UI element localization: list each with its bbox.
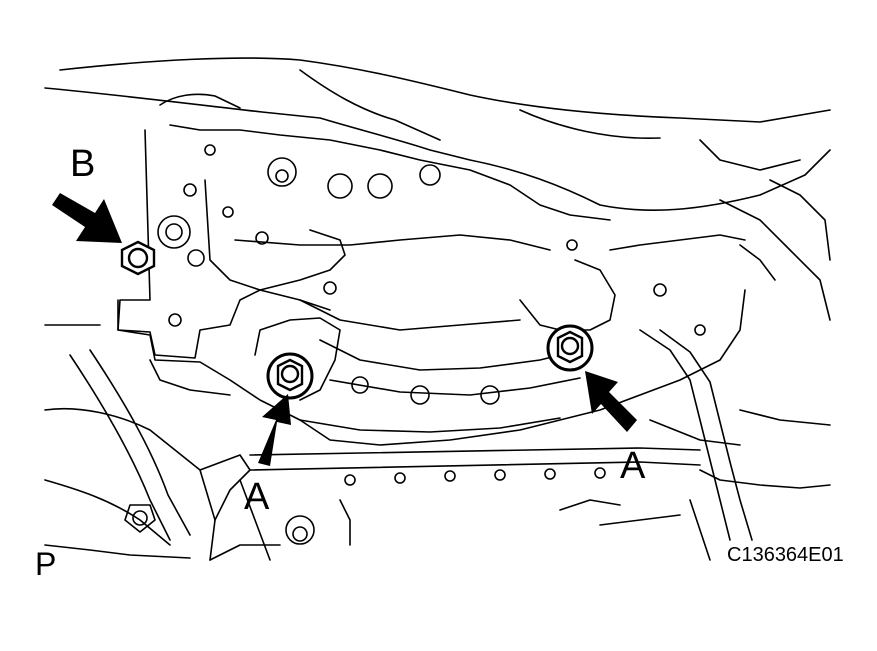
callout-label-a-right: A — [620, 445, 646, 487]
bolt-b — [120, 240, 156, 276]
bolts — [120, 240, 594, 400]
callout-label-b: B — [70, 143, 96, 185]
bolt-a-right — [546, 324, 594, 372]
view-tag: P — [35, 546, 57, 582]
bolt-a-left — [266, 352, 314, 400]
callout-label-a-left: A — [244, 476, 270, 518]
engine-outline — [44, 57, 831, 561]
callout-arrows — [52, 193, 637, 466]
arrow-a-left-icon — [258, 394, 291, 466]
figure-code: C136364E01 — [727, 544, 844, 566]
arrow-b-icon — [52, 193, 122, 243]
arrow-a-right-icon — [585, 371, 637, 432]
